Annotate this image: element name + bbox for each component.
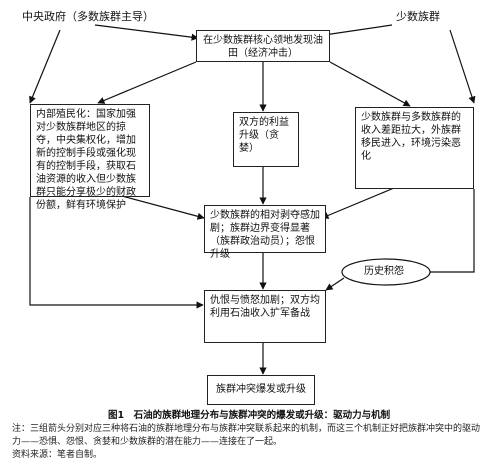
arrow-central-to-left — [29, 29, 61, 104]
arrow-central-to-top — [94, 24, 199, 41]
arrow-left-to-deprivation — [117, 194, 205, 220]
figure-source: 资料来源：笔者自制。 — [12, 450, 103, 460]
oil-discovery-box: 在少数族群核心领地发现油田（经济冲击） — [196, 30, 330, 62]
arrow-history-to-grievance — [325, 277, 345, 291]
internal-colonization-box: 内部殖民化：国家加强对少数族群地区的掠夺，中央集权化，增加新的控制手段或强化现有… — [30, 104, 150, 211]
arrow-top-to-left — [97, 61, 197, 104]
relative-deprivation-box: 少数族群的相对剥夺感加剧；族群边界变得显著（族群政治动员）；怨恨升级 — [204, 205, 326, 260]
historical-grievances-label: 历史积怨 — [364, 266, 404, 277]
arrow-right-to-grievance — [395, 189, 475, 276]
income-gap-box: 少数族群与多数族群的收入差距拉大，外族群移民进入，环境污染恶化 — [355, 107, 474, 189]
conflict-outbreak-box: 族群冲突爆发或升级 — [207, 375, 315, 405]
hatred-armament-box: 仇恨与愤怒加剧；双方均利用石油收入扩军备战 — [204, 290, 326, 343]
arrow-left-to-grievance — [29, 197, 204, 309]
figure-caption: 图1 石油的族群地理分布与族群冲突的爆发或升级：驱动力与机制 — [108, 410, 391, 421]
figure-note: 注：三组箭头分别对应三种将石油的族群地理分布与族群冲突联系起来的机制，而这三个机… — [12, 424, 481, 447]
interest-escalation-box: 双方的利益升级（贪婪） — [233, 112, 299, 167]
arrow-top-to-right — [329, 61, 411, 107]
history-ellipse — [341, 258, 431, 286]
minority-group-label: 少数族群 — [396, 10, 440, 23]
central-government-label: 中央政府（多数族群主导） — [22, 10, 154, 23]
arrow-right-to-deprivation — [321, 187, 395, 219]
arrow-minority-to-right — [449, 29, 476, 104]
